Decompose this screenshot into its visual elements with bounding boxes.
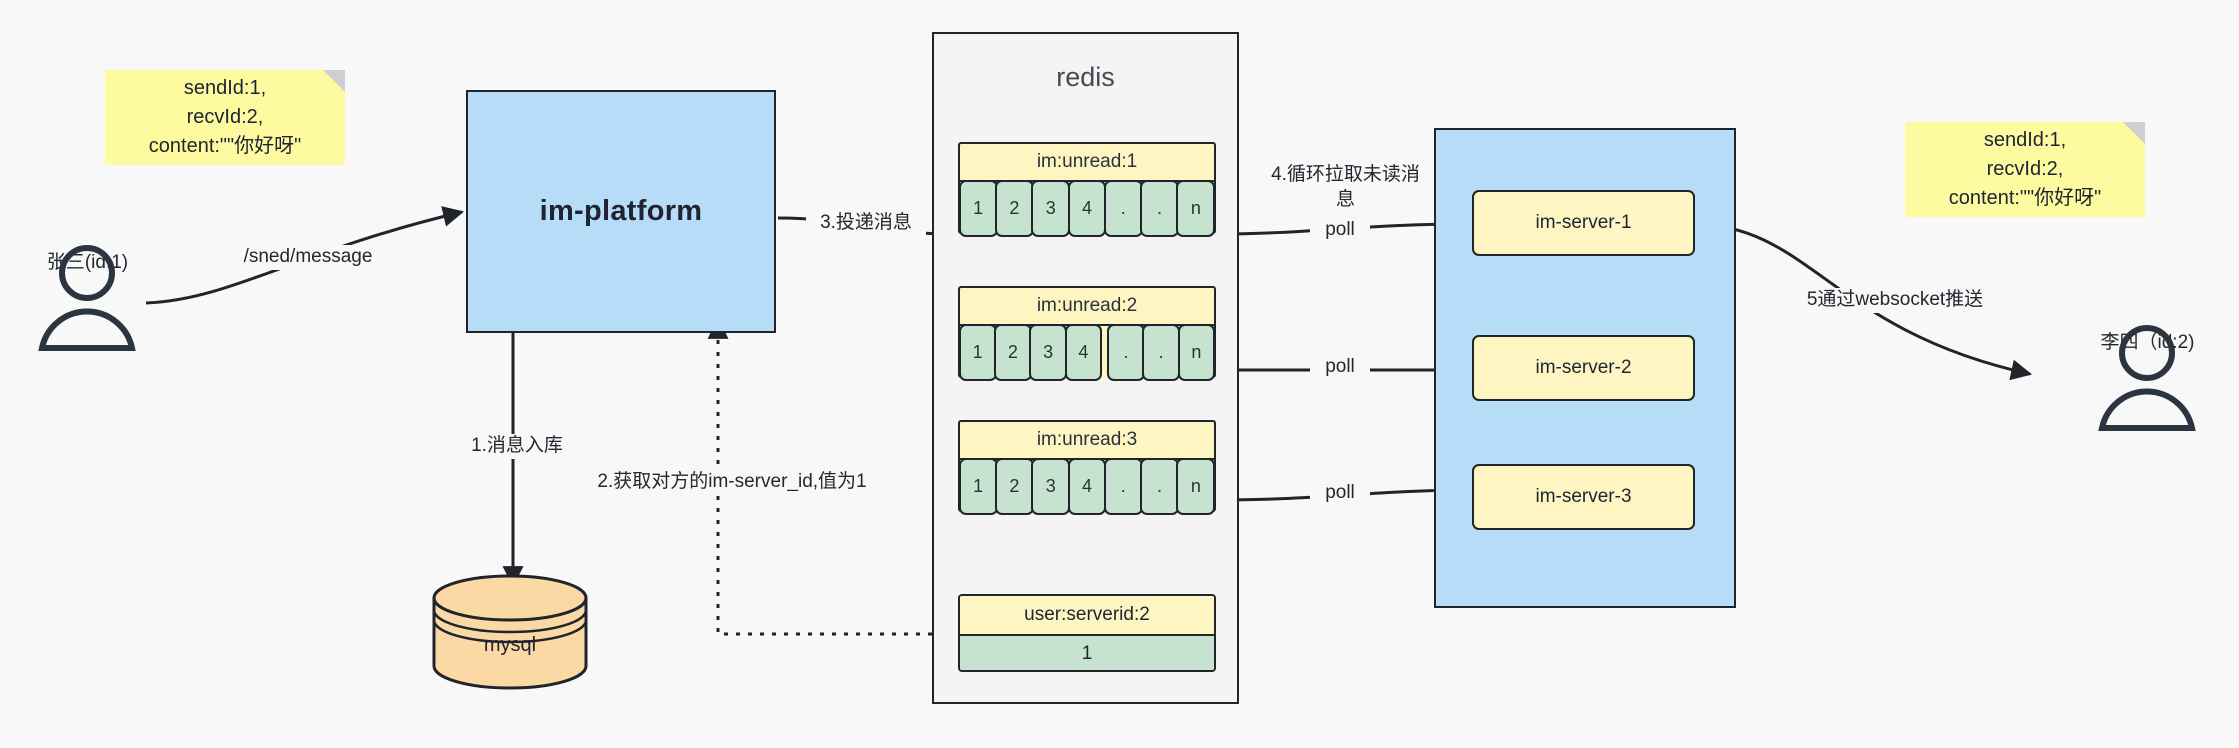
queue-cell: 2 [994,323,1032,381]
redis-queue-1-key: im:unread:2 [960,288,1214,326]
node-im-server-1-label: im-server-1 [1535,212,1632,233]
queue-cell: 4 [1067,457,1107,515]
redis-queue-0-cells: 1 2 3 4 . . n [958,179,1216,237]
redis-queue-2-cells: 1 2 3 4 . . n [958,457,1216,515]
queue-cell: . [1103,457,1143,515]
queue-cell: 1 [958,323,997,381]
edge-label-poll-1: poll [1310,218,1370,243]
person-icon [38,245,136,351]
redis-queue-0-key: im:unread:1 [960,144,1214,182]
person-icon [2098,325,2196,431]
node-im-server-1[interactable]: im-server-1 [1472,190,1695,256]
queue-cell: 3 [1031,179,1071,237]
edge-label-step2: 2.获取对方的im-server_id,值为1 [572,470,892,495]
note-fold-icon [323,70,345,92]
queue-cell: 1 [958,179,998,237]
node-im-server-3[interactable]: im-server-3 [1472,464,1695,530]
queue-cell: 4 [1064,323,1103,381]
queue-cell: . [1107,323,1145,381]
node-im-server-2-label: im-server-2 [1535,357,1632,378]
queue-cell: 3 [1031,457,1071,515]
queue-cell: 3 [1029,323,1067,381]
note-right-text: sendId:1, recvId:2, content:""你好呀" [1948,129,2102,209]
edge-label-send-message: /sned/message [228,245,388,270]
node-im-server-2[interactable]: im-server-2 [1472,335,1695,401]
actor-sender: 张三(id:1) [25,245,150,375]
redis-queue-1[interactable]: im:unread:2 1 2 3 4 . . n [958,286,1216,381]
redis-kv-value: 1 [960,636,1214,670]
queue-cell: 1 [958,457,998,515]
queue-cell: 4 [1067,179,1107,237]
edge-label-poll-2: poll [1310,355,1370,380]
redis-queue-2[interactable]: im:unread:3 1 2 3 4 . . n [958,420,1216,515]
edge-label-step3: 3.投递消息 [806,211,926,236]
edge-sender-to-platform [145,206,465,305]
note-right: sendId:1, recvId:2, content:""你好呀" [1905,122,2145,217]
node-mysql[interactable]: mysql [430,572,598,692]
redis-queue-0[interactable]: im:unread:1 1 2 3 4 . . n [958,142,1216,237]
queue-cell: . [1140,457,1179,515]
node-redis: redis im:unread:1 1 2 3 4 . . n im:unrea… [932,32,1239,704]
edge-label-step4: 4.循环拉取未读消 息 [1253,163,1438,213]
node-redis-title: redis [1056,62,1115,92]
queue-cell: n [1176,179,1216,237]
actor-receiver: 李四（id:2) [2085,325,2220,460]
node-im-platform-label: im-platform [539,195,703,227]
queue-cell: 2 [995,179,1034,237]
note-left: sendId:1, recvId:2, content:""你好呀" [105,70,345,165]
redis-kv-user-serverid[interactable]: user:serverid:2 1 [958,594,1216,672]
queue-cell: 2 [995,457,1034,515]
node-im-platform[interactable]: im-platform [466,90,776,333]
queue-cell: . [1103,179,1143,237]
edge-label-poll-3: poll [1310,481,1370,506]
redis-kv-key: user:serverid:2 [960,596,1214,636]
node-mysql-label: mysql [483,634,537,656]
queue-cell: . [1140,179,1179,237]
queue-cell: n [1176,457,1216,515]
queue-cell: . [1142,323,1180,381]
edge-redis-to-platform-dotted [707,317,956,636]
edge-label-step5: 5通过websocket推送 [1790,288,2000,313]
redis-queue-2-key: im:unread:3 [960,422,1214,460]
database-cylinder-icon [432,574,588,690]
node-im-server-3-label: im-server-3 [1535,486,1632,507]
redis-queue-1-cells: 1 2 3 4 . . n [958,323,1216,381]
edge-label-step1: 1.消息入库 [452,434,582,459]
note-fold-icon [2123,122,2145,144]
note-left-text: sendId:1, recvId:2, content:""你好呀" [148,77,302,157]
node-im-server-cluster: im-server-1 im-server-2 im-server-3 [1434,128,1736,608]
queue-cell: n [1177,323,1216,381]
